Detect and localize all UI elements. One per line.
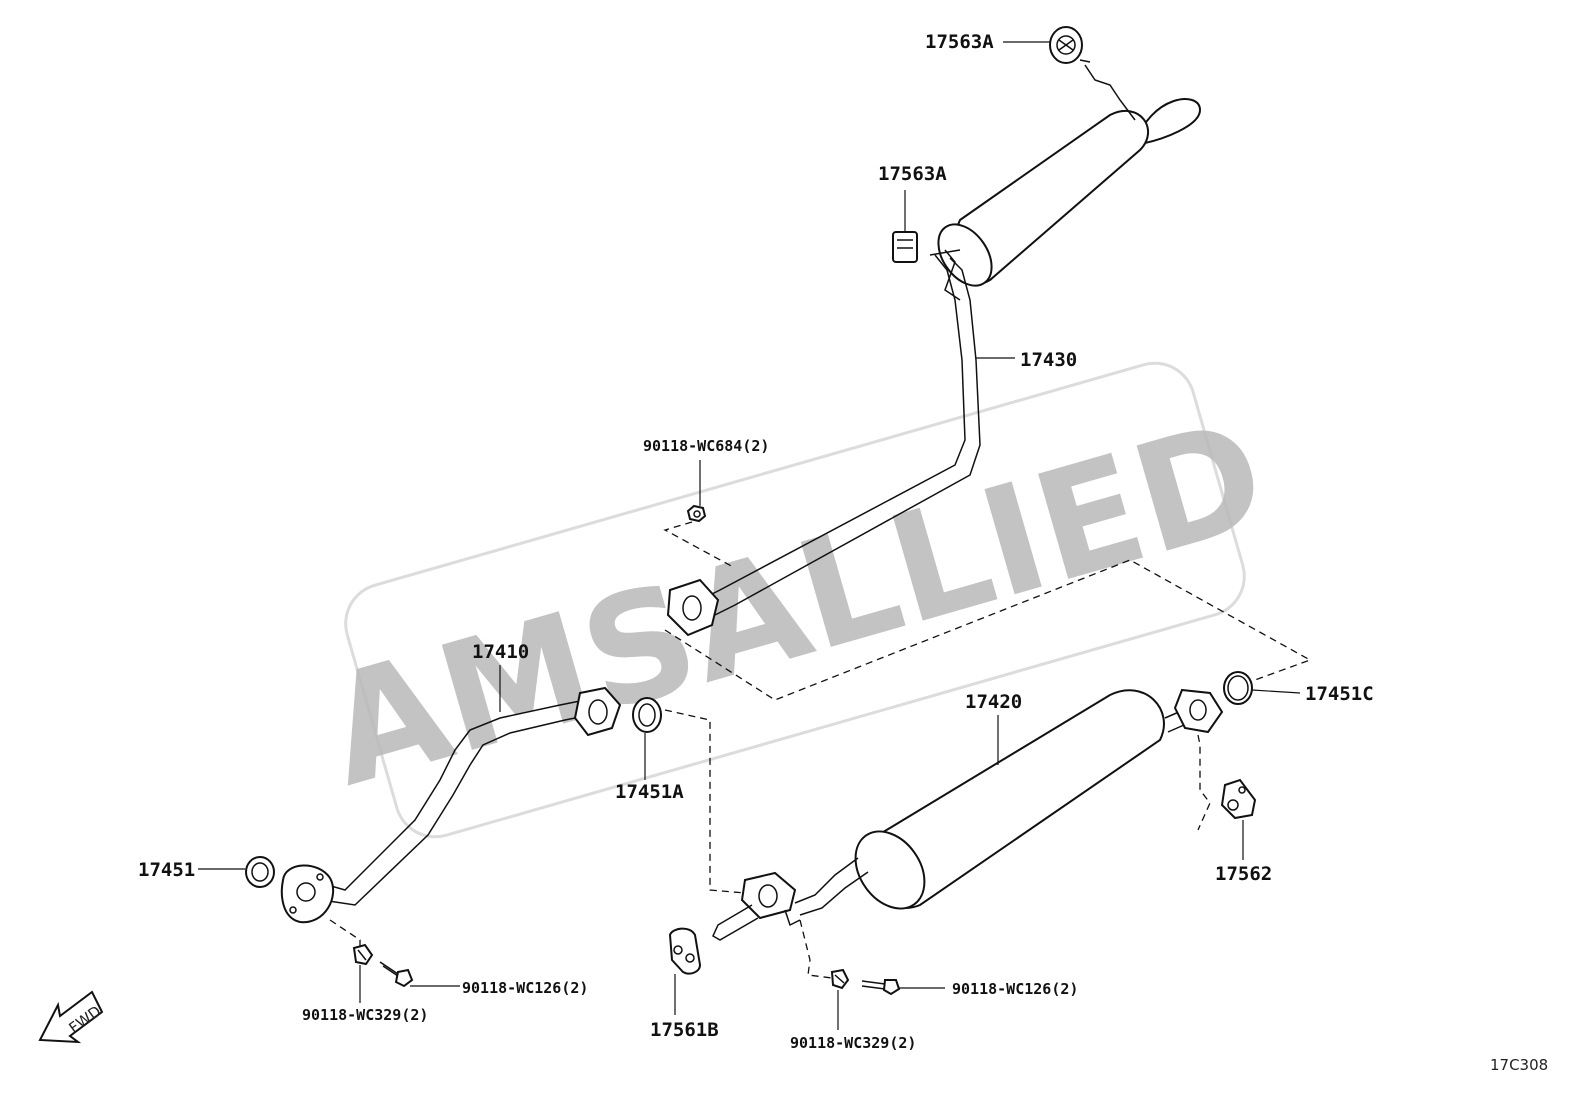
bracket-17562[interactable] (1220, 778, 1257, 820)
label-90118-WC329-left[interactable]: 90118-WC329(2) (302, 1006, 428, 1024)
hanger-17561B[interactable] (668, 927, 702, 975)
nut-90118-WC684[interactable] (686, 504, 707, 523)
label-17563A-mid[interactable]: 17563A (878, 163, 947, 185)
label-17451A[interactable]: 17451A (615, 781, 684, 803)
center-muffler-17420[interactable] (712, 688, 1224, 941)
assembly-lines (329, 521, 1312, 979)
label-17451C[interactable]: 17451C (1305, 683, 1374, 705)
watermark: AMSALLIED (309, 361, 1283, 839)
nut-90118-WC329-left[interactable] (352, 943, 374, 966)
label-17430[interactable]: 17430 (1020, 349, 1077, 371)
label-17562[interactable]: 17562 (1215, 863, 1272, 885)
hanger-17563A-top[interactable] (1049, 26, 1083, 64)
label-17420[interactable]: 17420 (965, 691, 1022, 713)
label-90118-WC126-right[interactable]: 90118-WC126(2) (952, 980, 1078, 998)
bolt-90118-WC126-right[interactable] (861, 979, 901, 996)
label-90118-WC684[interactable]: 90118-WC684(2) (643, 437, 769, 455)
fwd-arrow: FWD (38, 990, 104, 1044)
leader-lines (198, 41, 1301, 1030)
gasket-17451C[interactable] (1223, 671, 1253, 705)
bolt-90118-WC126-left[interactable] (379, 961, 414, 988)
rear-muffler[interactable] (927, 59, 1202, 295)
tail-pipe-17430[interactable] (666, 249, 981, 637)
front-pipe-17410[interactable] (280, 686, 622, 924)
label-17563A-top[interactable]: 17563A (925, 31, 994, 53)
watermark-frame (344, 361, 1246, 839)
label-90118-WC126-left[interactable]: 90118-WC126(2) (462, 979, 588, 997)
label-90118-WC329-right[interactable]: 90118-WC329(2) (790, 1034, 916, 1052)
nut-90118-WC329-right[interactable] (830, 968, 850, 990)
hanger-17563A-mid[interactable] (892, 231, 918, 263)
label-17410[interactable]: 17410 (472, 641, 529, 663)
gasket-17451A[interactable] (632, 697, 662, 733)
label-17451[interactable]: 17451 (138, 859, 195, 881)
diagram-reference: 17C308 (1490, 1056, 1548, 1074)
part-labels: 17563A 17563A 17430 90118-WC684(2) 17410… (138, 31, 1374, 1052)
label-17561B[interactable]: 17561B (650, 1019, 719, 1041)
gasket-17451[interactable] (245, 856, 275, 888)
